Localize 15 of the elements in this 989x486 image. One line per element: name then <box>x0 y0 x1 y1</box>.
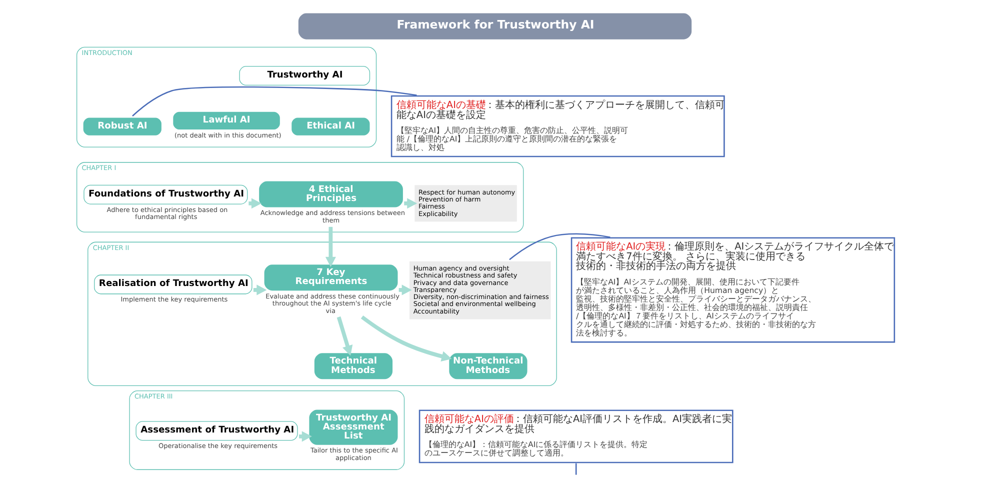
node-box: Lawful AI <box>172 112 280 130</box>
node-box: Non-Technical Methods <box>448 353 527 380</box>
connector <box>132 86 416 117</box>
connector <box>574 463 576 475</box>
node-box: Trustworthy AI Assessment List <box>308 410 398 445</box>
arrow <box>336 316 352 356</box>
node-box: Ethical AI <box>291 118 370 136</box>
node-box: 7 Key Requirements <box>264 264 398 291</box>
node-box: 4 Ethical Principles <box>258 181 402 208</box>
diagram-title: Framework for Trustworthy AI <box>396 18 594 32</box>
connector <box>508 233 610 260</box>
node-box: Technical Methods <box>314 353 392 380</box>
arrow <box>360 315 452 362</box>
node-box: Robust AI <box>82 118 161 136</box>
arrow <box>324 226 336 267</box>
